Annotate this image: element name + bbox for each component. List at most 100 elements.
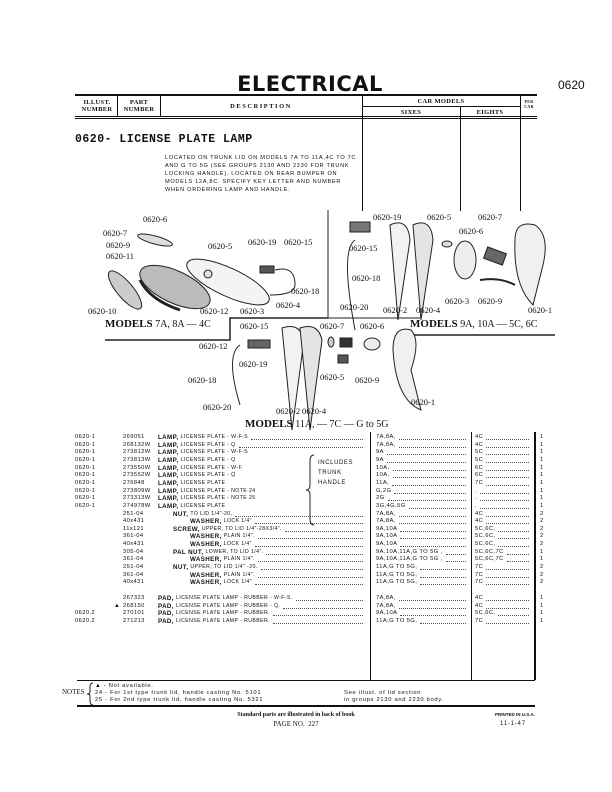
col-divider	[370, 432, 371, 680]
includes-trunk-handle-note: INCLUDES TRUNK HANDLE	[318, 460, 354, 486]
leader-dots	[398, 595, 466, 601]
sixes-models: 7A,8A,	[376, 603, 466, 611]
part-number: 268132W	[123, 441, 151, 448]
leader-dots	[480, 503, 529, 509]
leader-dots	[238, 442, 363, 448]
part-number: 273813W	[123, 456, 151, 463]
leader-dots	[486, 564, 529, 571]
sixes-models: 10A,	[376, 472, 466, 480]
eights-models: .	[475, 495, 529, 503]
callout-label: 0620-5	[208, 241, 233, 251]
eights-models: 5C	[475, 457, 529, 465]
part-number: 11x121	[123, 525, 144, 532]
per-car-qty: 1	[540, 495, 544, 502]
caption-text: 7A, 8A — 4C	[152, 319, 211, 330]
eights-value: .	[475, 502, 478, 509]
sixes-value: 7A,8A,	[376, 441, 396, 448]
part-type: SCREW,	[173, 525, 200, 533]
leader-dots	[420, 572, 466, 578]
part-detail: license plate lamp - rubber.	[175, 617, 270, 624]
note-see-illustration: See illust. of lid section in groups 213…	[344, 690, 444, 703]
callout-label: 0620-20	[340, 302, 369, 312]
sixes-value: 9A,10A	[376, 541, 398, 548]
sixes-value: 9A	[376, 456, 384, 463]
eights-value: 4C	[475, 434, 484, 440]
part-type: WASHER,	[190, 541, 222, 549]
sixes-value: 11A,G to 5G,	[376, 617, 418, 624]
leader-dots	[486, 434, 529, 440]
per-car-qty: 1	[540, 610, 544, 617]
part-number: 273313W	[123, 495, 151, 502]
part-detail: license plate - Q	[180, 472, 236, 479]
sixes-models: 11A,G to 5G,	[376, 618, 466, 626]
leader-dots	[506, 549, 529, 555]
sixes-models: 2G	[376, 495, 466, 503]
part-number: 274978W	[123, 502, 151, 509]
part-description: LAMP,license plate - note 24	[158, 488, 363, 496]
page-title: ELECTRICAL	[237, 72, 383, 96]
col-divider	[160, 96, 161, 116]
part-description: NUT,to lid 1/4"-20,	[173, 511, 363, 519]
part-description: PAL NUT,lower, to lid 1/4".	[173, 549, 363, 557]
footer-date: 11-1-47	[500, 721, 526, 727]
sixes-value: 9A,10A	[376, 533, 398, 540]
callout-label: 0620-18	[291, 286, 320, 296]
callout-label: 0620-2	[276, 406, 301, 416]
callout-label: 0620-15	[349, 243, 378, 253]
per-car-qty: 1	[540, 595, 544, 601]
callout-label: 0620-6	[360, 321, 385, 331]
eights-value: 4C	[475, 510, 484, 517]
leader-dots	[386, 457, 466, 463]
illust-number: 0620-1	[75, 502, 96, 509]
part-type: PAD,	[158, 595, 174, 602]
part-type: NUT,	[173, 510, 189, 518]
callout-label: 0620-7	[320, 321, 345, 331]
leader-dots	[398, 511, 466, 517]
callout-label: 0620-9	[106, 240, 131, 250]
sixes-value: 9A,10A	[376, 610, 398, 617]
sixes-value: 7A,8A,	[376, 434, 396, 440]
header-rule	[75, 116, 537, 117]
leader-dots	[272, 610, 363, 617]
part-detail: license plate	[180, 502, 226, 509]
eights-models: 4C	[475, 603, 529, 611]
per-car-qty: 2	[540, 541, 544, 548]
leader-dots	[486, 442, 529, 448]
part-type: PAL NUT,	[173, 548, 204, 556]
callout-label: 0620-2	[383, 305, 408, 315]
eights-models: 4C	[475, 442, 529, 450]
part-description: LAMP,license plate - Q	[158, 442, 363, 450]
sixes-models: 7A,8A,	[376, 518, 466, 526]
part-number: 268150	[123, 602, 145, 609]
part-type: LAMP,	[158, 456, 179, 464]
part-number: 276848	[123, 479, 145, 486]
leader-dots	[486, 618, 529, 624]
part-description: LAMP,license plate	[158, 503, 363, 511]
part-detail: license plate	[180, 479, 226, 486]
part-number: 273550W	[123, 464, 151, 471]
sixes-models: 9A,10A,11A,G to 5G ,	[376, 556, 466, 564]
header-rule	[362, 106, 520, 107]
leader-dots	[400, 533, 466, 540]
illust-number: 0620-1	[75, 464, 96, 471]
part-detail: license plate - Q	[180, 441, 236, 448]
part-description: WASHER,plain 1/4".	[190, 572, 363, 580]
caption-bold: MODELS	[105, 318, 153, 330]
col-divider	[471, 432, 472, 680]
sixes-value: 7A,8A,	[376, 510, 396, 517]
part-type: LAMP,	[158, 464, 179, 472]
part-type: WASHER,	[190, 579, 222, 587]
part-type: LAMP,	[158, 495, 179, 503]
part-number: 361-04	[123, 556, 144, 563]
part-detail: upper, to lid 1/4"-28x3/4".	[201, 525, 282, 532]
sixes-models: 7A,8A,	[376, 595, 466, 603]
col-header-description: DESCRIPTION	[230, 103, 292, 110]
illustration-border	[105, 317, 328, 341]
part-number: 40x431	[123, 541, 145, 548]
